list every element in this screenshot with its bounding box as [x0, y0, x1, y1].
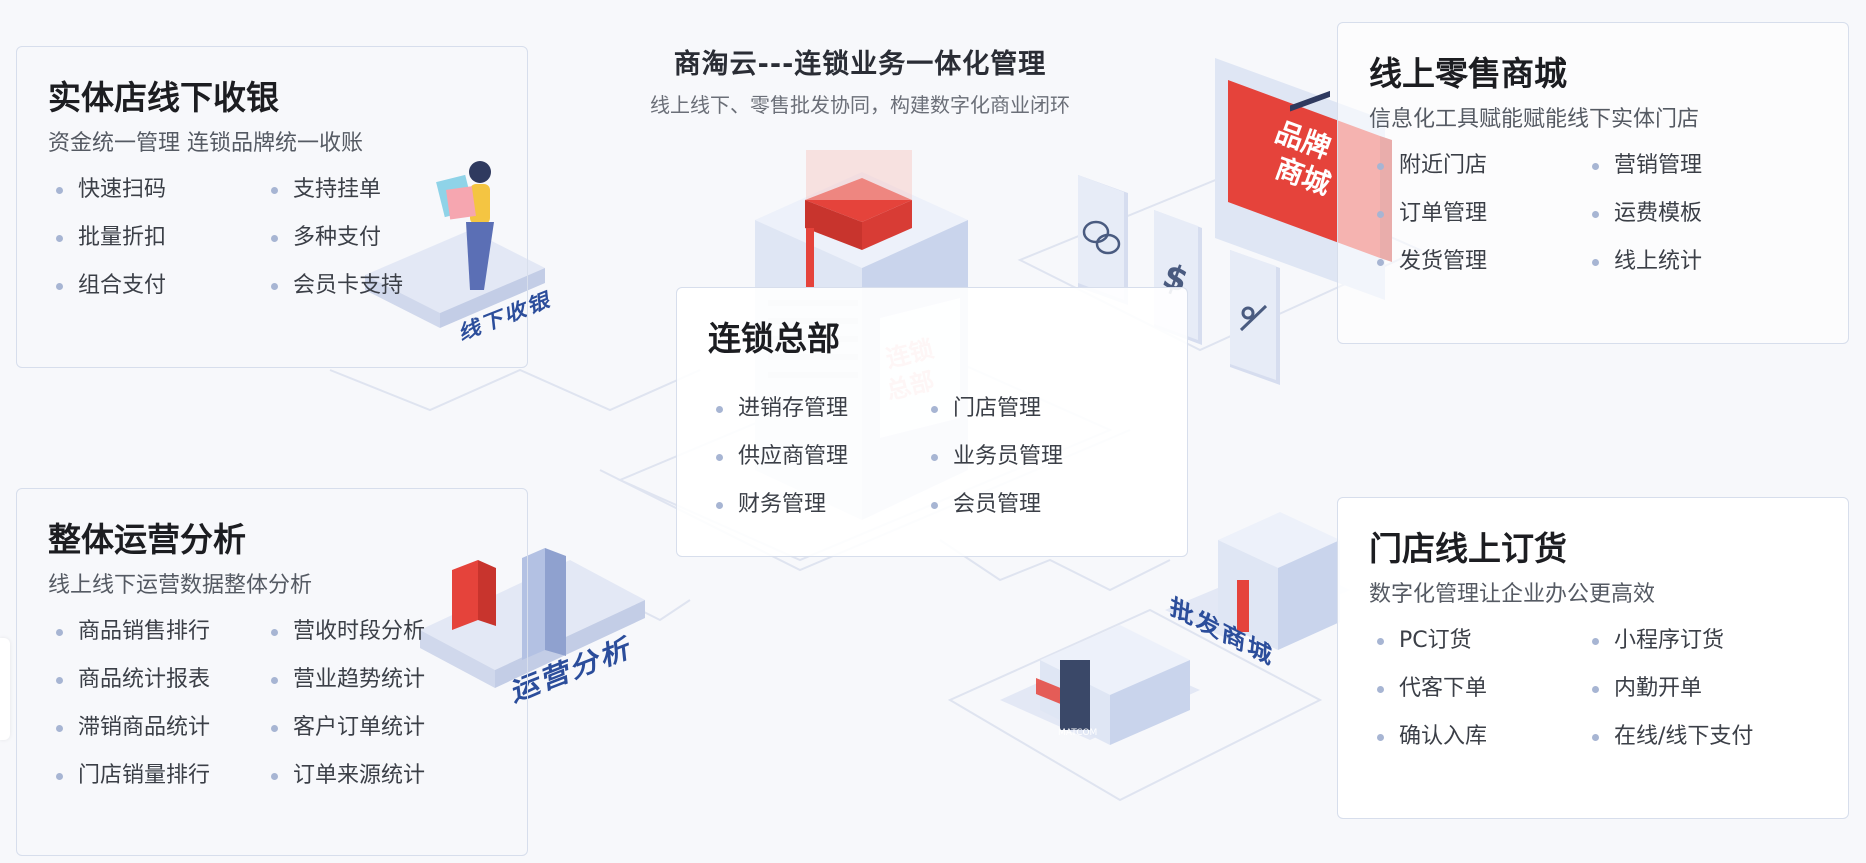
feature-item: 供应商管理 [708, 440, 923, 474]
card-store-ordering: 门店线上订货 数字化管理让企业办公更高效 PC订货 小程序订货 代客下单 内勤开… [1337, 497, 1849, 819]
card-operations-analysis: 整体运营分析 线上线下运营数据整体分析 商品销售排行 营收时段分析 商品统计报表… [16, 488, 528, 856]
card-chain-hq: 连锁总部 进销存管理 门店管理 供应商管理 业务员管理 财务管理 会员管理 [676, 287, 1188, 557]
feature-item: 支持挂单 [263, 173, 478, 207]
card-description: 信息化工具赋能赋能线下实体门店 [1369, 107, 1700, 132]
card-title: 线上零售商城 [1369, 54, 1567, 93]
feature-item: 多种支付 [263, 221, 478, 255]
card-description: 数字化管理让企业办公更高效 [1369, 582, 1656, 607]
wechat-icon [1082, 220, 1121, 255]
feature-item: 财务管理 [708, 488, 923, 522]
feature-item: 快速扫码 [48, 173, 263, 207]
card-offline-checkout: 实体店线下收银 资金统一管理 连锁品牌统一收账 快速扫码 支持挂单 批量折扣 多… [16, 46, 528, 368]
feature-item: 滞销商品统计 [48, 711, 263, 745]
page-header: 商淘云---连锁业务一体化管理 线上线下、零售批发协同，构建数字化商业闭环 [600, 42, 1120, 118]
feature-item: 客户订单统计 [263, 711, 478, 745]
feature-item: 营收时段分析 [263, 615, 478, 649]
feature-item: 订单来源统计 [263, 759, 478, 793]
feature-item: 商品统计报表 [48, 663, 263, 697]
page-title: 商淘云---连锁业务一体化管理 [673, 49, 1047, 80]
card-description: 资金统一管理 连锁品牌统一收账 [48, 131, 363, 156]
feature-item: 门店管理 [923, 392, 1138, 426]
feature-list: 附近门店 营销管理 订单管理 运费模板 发货管理 线上统计 [1369, 149, 1818, 279]
feature-item: 线上统计 [1584, 245, 1799, 279]
tools-icon [1239, 304, 1268, 332]
card-description: 线上线下运营数据整体分析 [48, 573, 313, 598]
feature-item: 商品销售排行 [48, 615, 263, 649]
feature-list: 进销存管理 门店管理 供应商管理 业务员管理 财务管理 会员管理 [708, 392, 1157, 522]
feature-item: 附近门店 [1369, 149, 1584, 183]
feature-item: 营销管理 [1584, 149, 1799, 183]
card-title: 整体运营分析 [48, 520, 246, 559]
feature-item: 小程序订货 [1584, 624, 1799, 658]
feature-list: 快速扫码 支持挂单 批量折扣 多种支付 组合支付 会员卡支持 [48, 173, 497, 303]
feature-list: PC订货 小程序订货 代客下单 内勤开单 确认入库 在线/线下支付 [1369, 624, 1818, 754]
page-subtitle: 线上线下、零售批发协同，构建数字化商业闭环 [650, 93, 1070, 117]
feature-item: 业务员管理 [923, 440, 1138, 474]
feature-item: 代客下单 [1369, 672, 1584, 706]
feature-item: 门店销量排行 [48, 759, 263, 793]
card-title: 连锁总部 [708, 319, 840, 358]
wholesale-illustration: MATCOM [1000, 90, 1350, 745]
feature-item: 进销存管理 [708, 392, 923, 426]
feature-item: 组合支付 [48, 269, 263, 303]
feature-item: 在线/线下支付 [1584, 720, 1799, 754]
side-tab[interactable] [0, 638, 10, 740]
feature-item: 运费模板 [1584, 197, 1799, 231]
offline-platform-illustration [365, 161, 545, 328]
feature-item: 内勤开单 [1584, 672, 1799, 706]
feature-item: 营业趋势统计 [263, 663, 478, 697]
card-title: 实体店线下收银 [48, 78, 279, 117]
feature-item: 批量折扣 [48, 221, 263, 255]
store-sign: MATCOM [1058, 728, 1097, 738]
feature-item: 会员卡支持 [263, 269, 478, 303]
feature-item: PC订货 [1369, 624, 1584, 658]
feature-item: 会员管理 [923, 488, 1138, 522]
feature-item: 确认入库 [1369, 720, 1584, 754]
card-online-mall: 线上零售商城 信息化工具赋能赋能线下实体门店 附近门店 营销管理 订单管理 运费… [1337, 22, 1849, 344]
feature-item: 订单管理 [1369, 197, 1584, 231]
feature-list: 商品销售排行 营收时段分析 商品统计报表 营业趋势统计 滞销商品统计 客户订单统… [48, 615, 497, 793]
card-title: 门店线上订货 [1369, 529, 1567, 568]
feature-item: 发货管理 [1369, 245, 1584, 279]
